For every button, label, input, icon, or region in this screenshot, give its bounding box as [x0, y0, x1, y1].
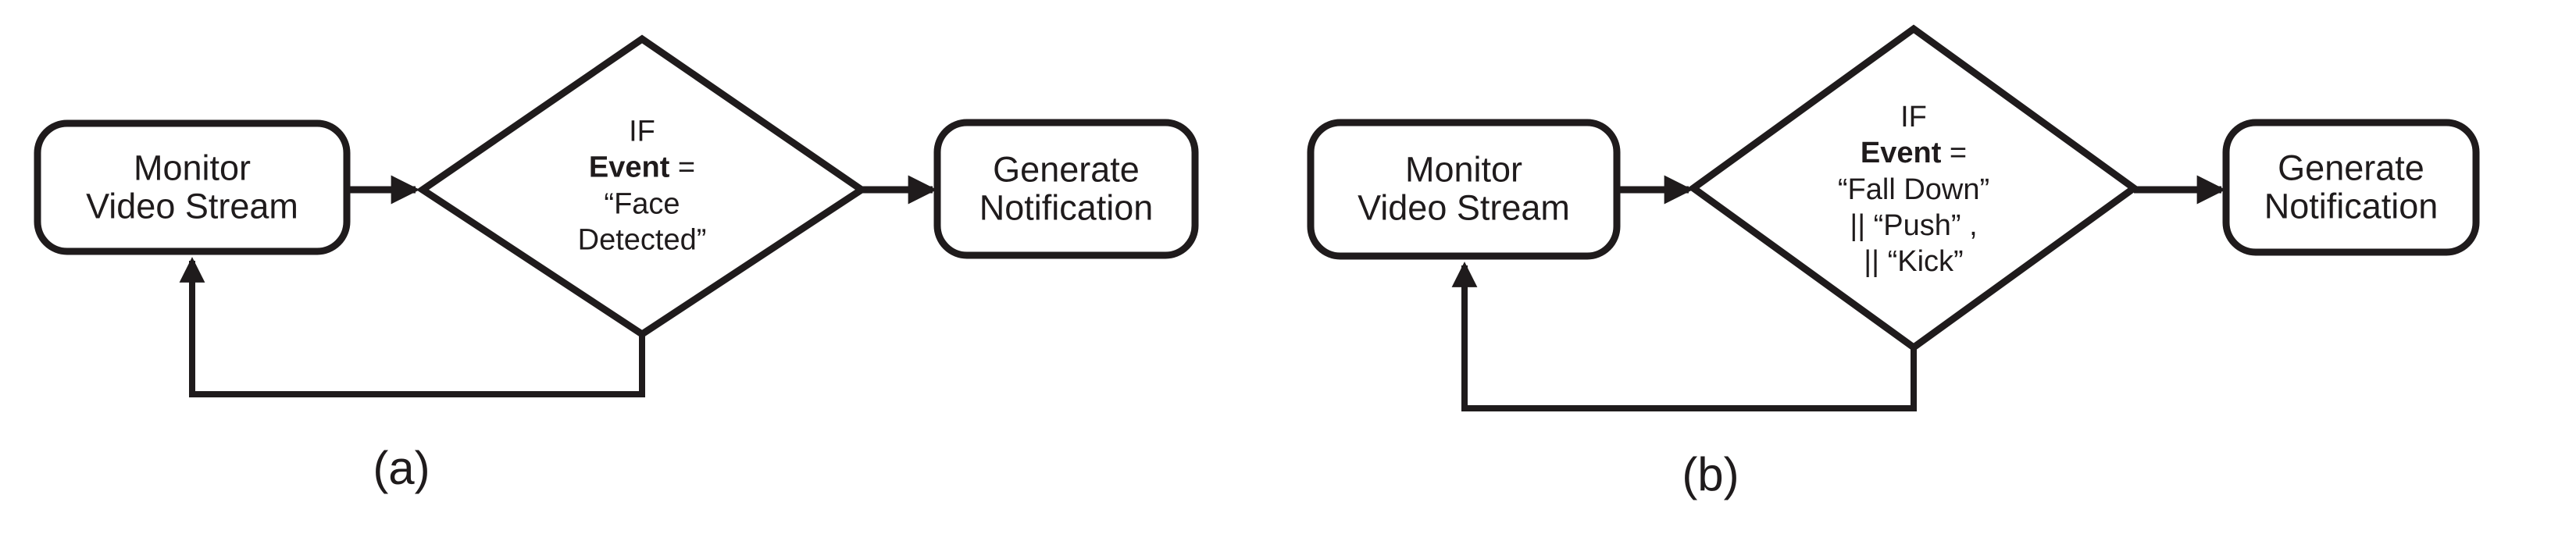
generate-box-label-a: Generate Notification: [979, 151, 1154, 226]
label-line: Event =: [1838, 135, 1989, 171]
label-line: Monitor: [133, 148, 252, 188]
feedback-loop-arrow-b: [1451, 262, 1917, 411]
decision-label-a: IF Event = “Face Detected”: [578, 113, 707, 258]
decision-diamond-b: [1687, 24, 2140, 352]
generate-notification-box-a: [933, 119, 1199, 259]
label-line: Video Stream: [1358, 187, 1570, 227]
flowchart-b: [1307, 24, 2480, 411]
decision-diamond-a: [416, 34, 869, 339]
feedback-loop-arrow-a: [179, 257, 645, 397]
flowchart-a: [34, 34, 1199, 397]
label-line: IF: [629, 115, 655, 148]
generate-box-label-b: Generate Notification: [2264, 149, 2439, 225]
label-line: Video Stream: [86, 186, 298, 226]
subfigure-caption-b: (b): [1682, 448, 1739, 500]
monitor-box-label-b: Monitor Video Stream: [1358, 151, 1570, 226]
decision-label-b: IF Event = “Fall Down” || “Push” , || “K…: [1838, 99, 1989, 280]
label-line: Detected”: [577, 223, 707, 257]
event-keyword: Event: [1860, 137, 1942, 170]
label-line-rest: =: [669, 151, 696, 184]
monitor-video-stream-box-b: [1307, 119, 1621, 260]
label-line: || “Kick”: [1864, 245, 1964, 279]
label-line: “Fall Down”: [1837, 173, 1990, 206]
label-line: Generate: [993, 149, 1140, 190]
event-keyword: Event: [588, 151, 670, 184]
monitor-video-stream-box-a: [34, 119, 351, 255]
label-line: IF: [1900, 101, 1927, 134]
label-line: || “Push” ,: [1850, 209, 1978, 243]
subfigure-caption-a: (a): [373, 442, 430, 494]
monitor-box-label-a: Monitor Video Stream: [86, 149, 298, 225]
label-line: Notification: [979, 187, 1154, 227]
label-line: Event =: [578, 150, 707, 186]
label-line: Monitor: [1404, 149, 1523, 190]
label-line: “Face: [604, 187, 680, 220]
generate-notification-box-b: [2222, 119, 2480, 256]
label-line-rest: =: [1941, 137, 1968, 170]
label-line: Generate: [2278, 148, 2424, 188]
label-line: Notification: [2264, 186, 2439, 226]
